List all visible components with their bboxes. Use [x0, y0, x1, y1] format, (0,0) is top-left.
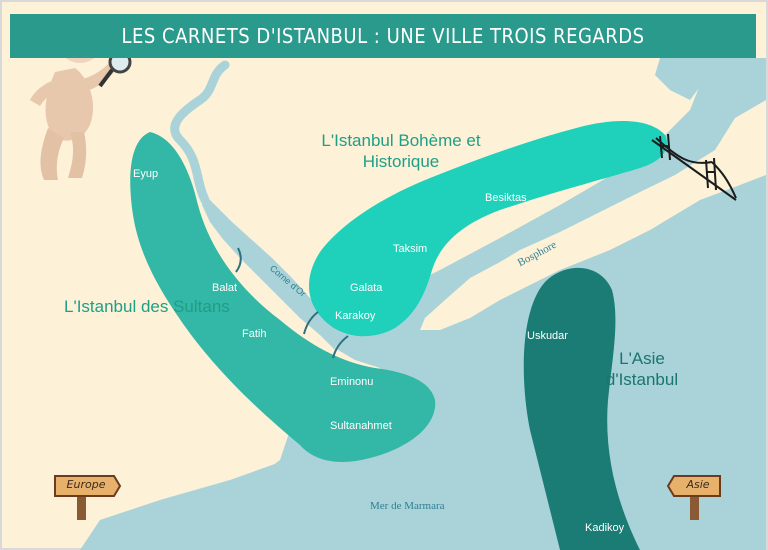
label-asie-text: L'Asie d'Istanbul	[605, 349, 679, 389]
golden-horn-bridge-2	[303, 311, 319, 335]
place-galata: Galata	[350, 282, 383, 294]
river-water	[170, 60, 230, 205]
place-eyup: Eyup	[133, 168, 159, 180]
place-sultanahmet: Sultanahmet	[330, 420, 392, 432]
place-besiktas: Besiktas	[485, 192, 527, 204]
place-kadikoy: Kadikoy	[585, 522, 625, 534]
sultans-zone	[130, 132, 436, 462]
golden-horn-bridge-3	[332, 335, 349, 359]
label-boheme: L'Istanbul Bohème et Historique	[316, 130, 486, 172]
place-eminonu: Eminonu	[330, 376, 374, 388]
place-balat: Balat	[212, 282, 238, 294]
page-title: LES CARNETS D'ISTANBUL : UNE VILLE TROIS…	[121, 24, 645, 48]
water-marmara: Mer de Marmara	[370, 500, 445, 512]
asie-zone	[523, 267, 640, 550]
label-asie: L'Asie d'Istanbul	[602, 348, 682, 390]
place-taksim: Taksim	[393, 243, 428, 255]
label-boheme-text: L'Istanbul Bohème et Historique	[321, 131, 481, 171]
north-bay-water	[655, 58, 705, 100]
label-sultans-text: L'Istanbul des Sultans	[64, 297, 230, 316]
place-karakoy: Karakoy	[335, 310, 376, 322]
place-fatih: Fatih	[242, 328, 267, 340]
asie-signpost	[666, 475, 721, 520]
label-sultans: L'Istanbul des Sultans	[64, 296, 230, 317]
sign-asie-text: Asie	[686, 478, 710, 491]
europe-signpost	[54, 475, 122, 520]
boheme-zone	[308, 121, 668, 337]
title-banner: LES CARNETS D'ISTANBUL : UNE VILLE TROIS…	[10, 14, 756, 58]
bosphorus-bridge-icon	[651, 133, 737, 201]
sign-europe-text: Europe	[66, 478, 106, 491]
golden-horn-water	[202, 195, 340, 350]
place-uskudar: Uskudar	[527, 330, 568, 342]
golden-horn-bridge-1	[235, 247, 242, 273]
